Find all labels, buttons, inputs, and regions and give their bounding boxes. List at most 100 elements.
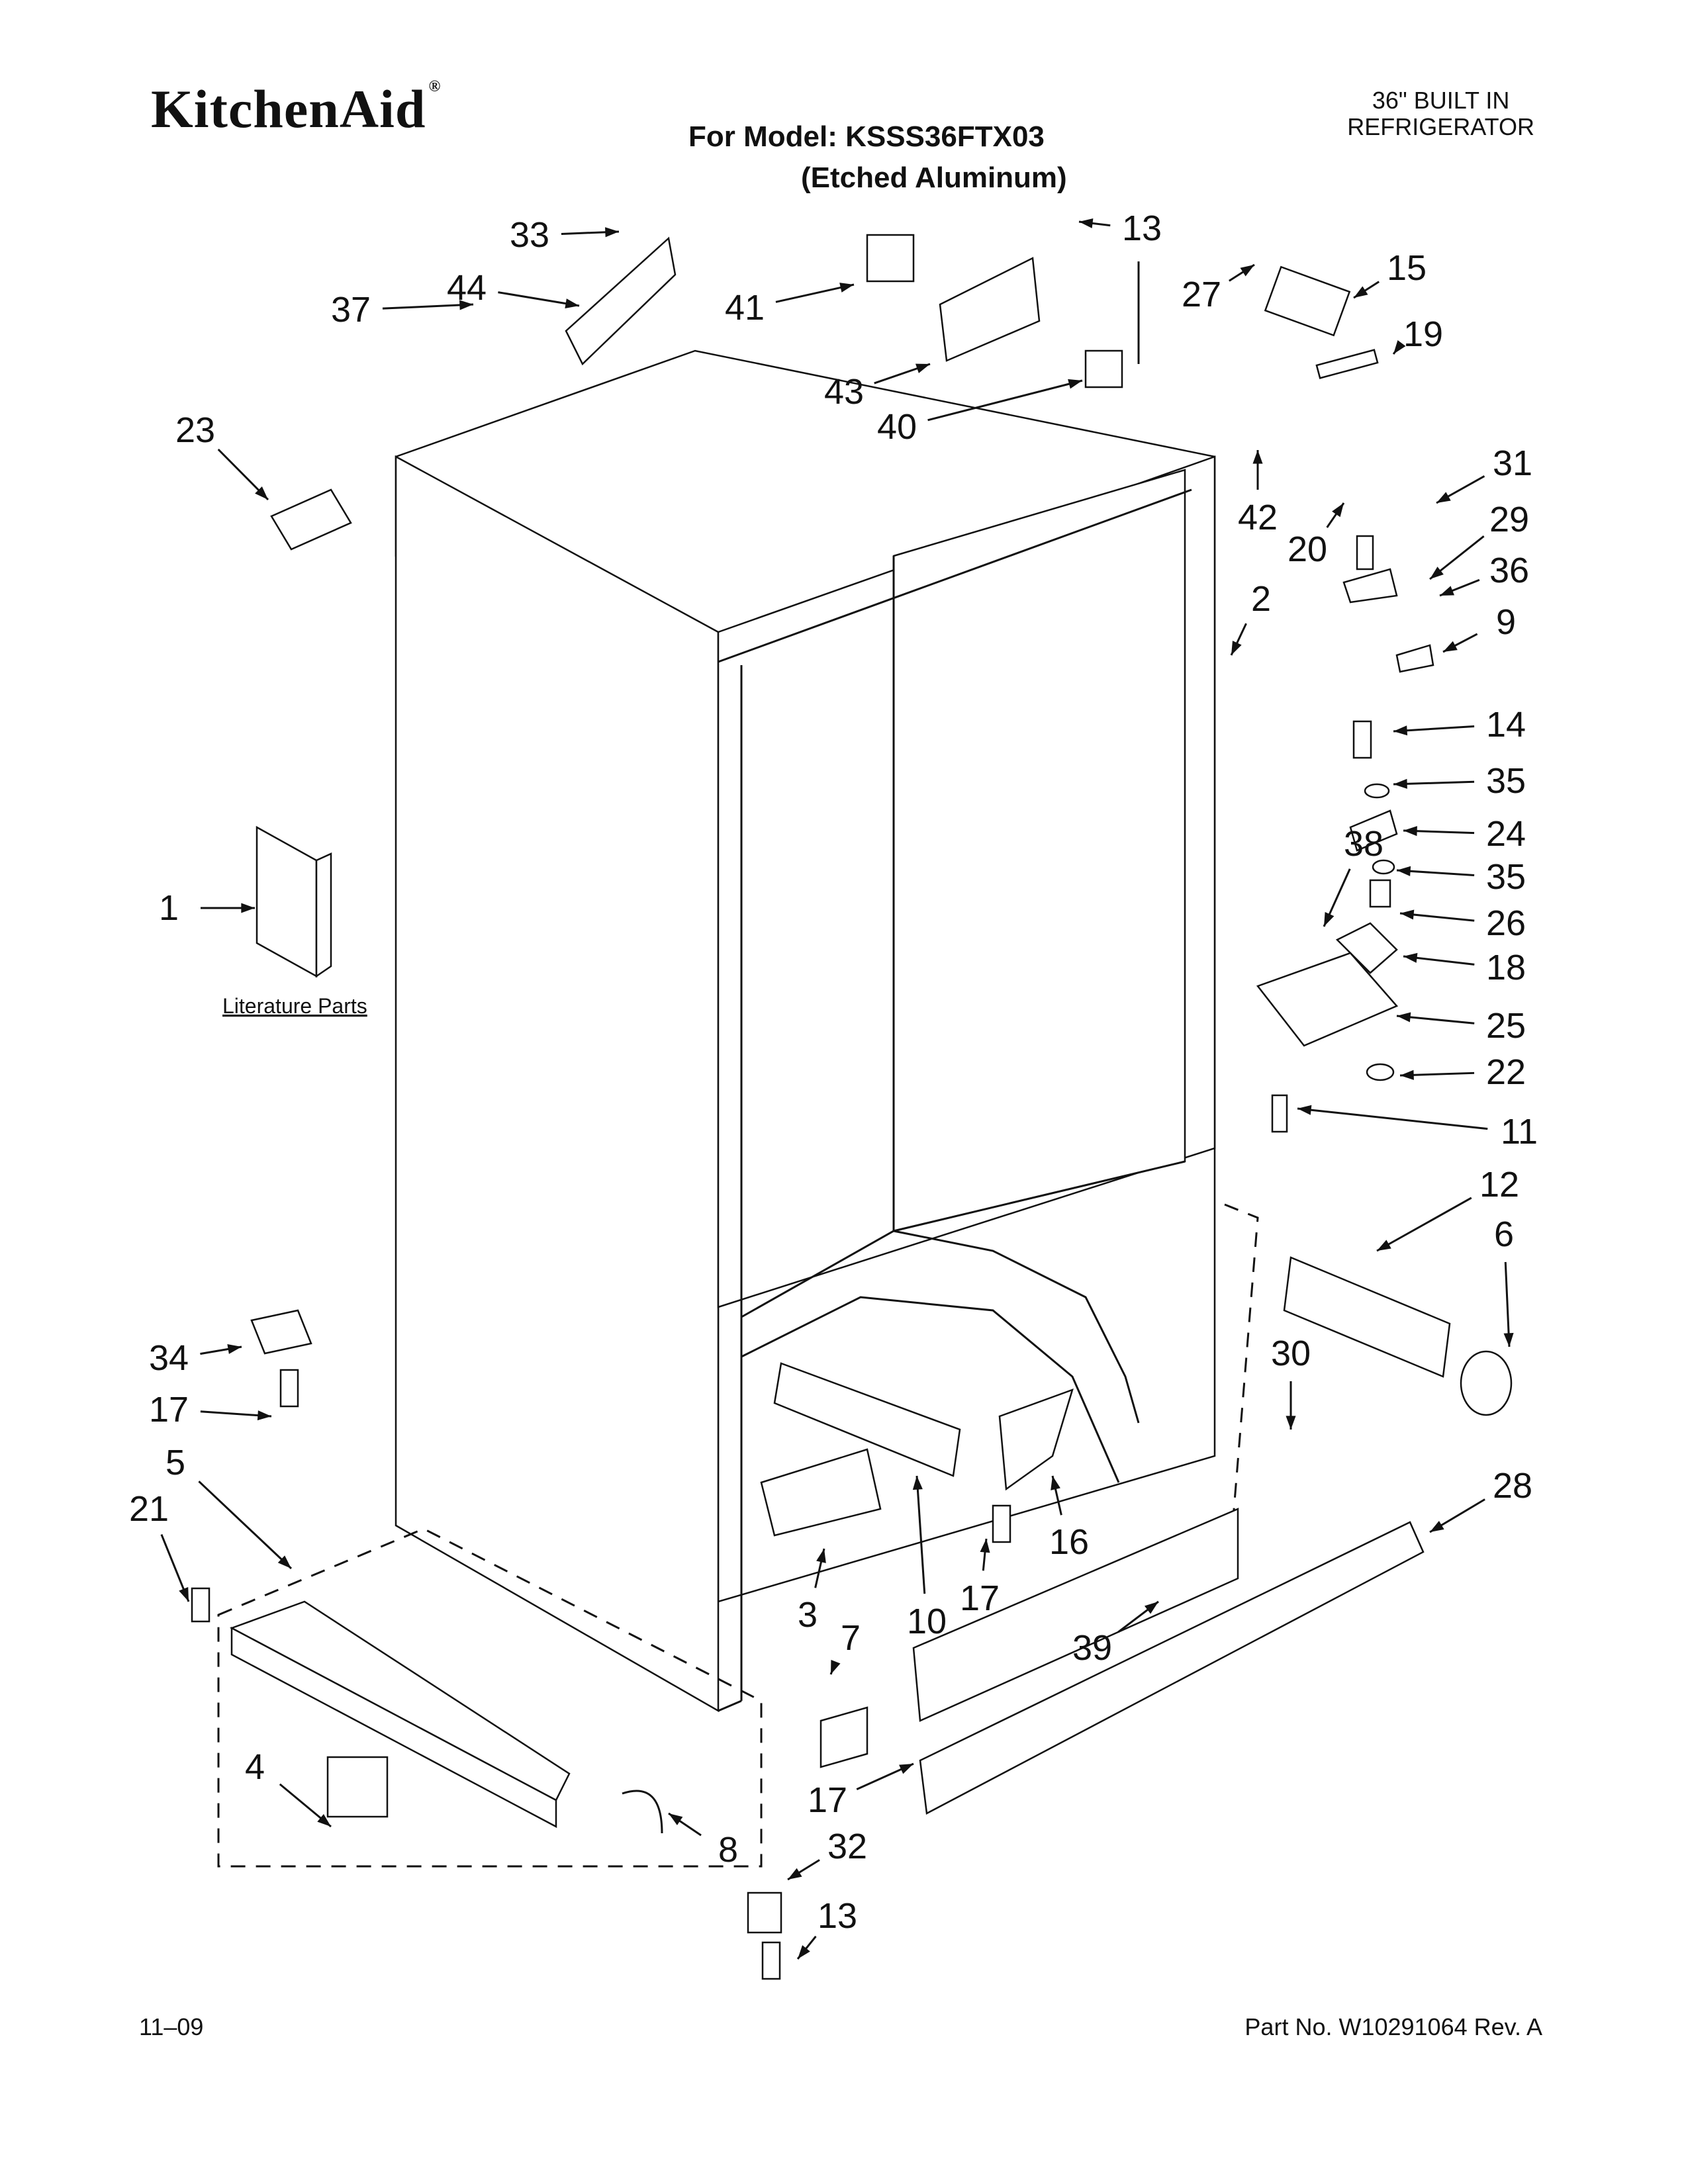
- callout-19: 19: [1403, 314, 1443, 354]
- arrowhead-9: [1443, 641, 1458, 652]
- callout-5: 5: [165, 1443, 185, 1482]
- callout-17: 17: [149, 1390, 189, 1430]
- arrowhead-8: [669, 1813, 683, 1825]
- literature-parts-label: Literature Parts: [222, 994, 367, 1018]
- arrowhead-12: [1377, 1240, 1391, 1251]
- callout-41: 41: [725, 288, 765, 328]
- callout-17: 17: [960, 1578, 1000, 1618]
- leader-line-12: [1376, 1197, 1472, 1252]
- leader-line-37: [382, 303, 474, 310]
- ice-auger-assembly: [760, 1362, 1074, 1543]
- brand-name: KitchenAid: [151, 79, 426, 139]
- arrowhead-13: [1079, 218, 1094, 228]
- arrowhead-41: [839, 283, 854, 293]
- arrowhead-36: [1440, 586, 1454, 596]
- registered-mark: ®: [428, 78, 442, 95]
- arrowhead-35: [1393, 778, 1407, 789]
- callout-25: 25: [1486, 1006, 1526, 1046]
- base-grille: [820, 1508, 1425, 1815]
- callout-21: 21: [129, 1489, 169, 1529]
- arrowhead-4: [317, 1813, 331, 1827]
- leader-line-6: [1504, 1261, 1511, 1347]
- arrowhead-17: [980, 1539, 990, 1553]
- callout-4: 4: [245, 1747, 265, 1787]
- callout-15: 15: [1387, 248, 1427, 288]
- arrowhead-24: [1403, 826, 1417, 837]
- arrowhead-21: [179, 1587, 189, 1602]
- arrowhead-17: [257, 1410, 271, 1421]
- callout-34: 34: [149, 1338, 189, 1378]
- callout-10: 10: [907, 1602, 947, 1641]
- arrowhead-35: [1397, 866, 1411, 876]
- callout-8: 8: [718, 1830, 738, 1870]
- callout-39: 39: [1072, 1628, 1112, 1668]
- arrowhead-6: [1503, 1333, 1514, 1347]
- callout-31: 31: [1493, 443, 1532, 483]
- door-hinge-parts: [1256, 265, 1434, 1133]
- callout-35: 35: [1486, 857, 1526, 897]
- arrowhead-32: [788, 1868, 802, 1880]
- arrowhead-40: [1068, 379, 1082, 389]
- arrowhead-23: [255, 486, 268, 500]
- leader-line-10: [915, 1475, 926, 1594]
- arrowhead-26: [1400, 909, 1415, 920]
- arrowhead-5: [277, 1555, 291, 1569]
- callout-1: 1: [159, 888, 179, 928]
- arrowhead-13: [798, 1945, 810, 1959]
- callout-40: 40: [877, 407, 917, 447]
- callout-44: 44: [447, 268, 487, 308]
- arrowhead-42: [1252, 450, 1263, 464]
- arrowhead-2: [1231, 641, 1242, 655]
- callout-17: 17: [808, 1780, 847, 1820]
- callout-2: 2: [1251, 579, 1271, 619]
- callout-29: 29: [1489, 500, 1529, 539]
- callout-35: 35: [1486, 761, 1526, 801]
- callout-23: 23: [175, 410, 215, 450]
- water-filter: [1224, 1203, 1513, 1543]
- arrowhead-10: [912, 1476, 923, 1490]
- leader-line-11: [1297, 1107, 1488, 1130]
- arrowhead-20: [1332, 503, 1344, 518]
- arrowhead-39: [1144, 1602, 1158, 1614]
- callout-9: 9: [1496, 602, 1516, 642]
- callout-36: 36: [1489, 551, 1529, 590]
- callout-13: 13: [818, 1896, 857, 1936]
- part-number: Part No. W10291064 Rev. A: [1244, 2013, 1542, 2040]
- product-type: 36" BUILT IN REFRIGERATOR: [1347, 87, 1534, 140]
- callout-6: 6: [1494, 1214, 1514, 1254]
- leader-line-5: [198, 1480, 293, 1570]
- arrowhead-11: [1297, 1105, 1312, 1115]
- arrowhead-22: [1400, 1069, 1414, 1080]
- callout-43: 43: [824, 372, 864, 412]
- cabinet: [395, 349, 1216, 1713]
- brand-logo: KitchenAid®: [151, 78, 441, 140]
- arrowhead-43: [915, 363, 930, 373]
- arrowhead-16: [1051, 1476, 1060, 1490]
- callout-33: 33: [510, 215, 549, 255]
- arrowhead-27: [1240, 265, 1254, 277]
- arrowhead-28: [1430, 1520, 1444, 1532]
- callout-26: 26: [1486, 903, 1526, 943]
- product-line-2: REFRIGERATOR: [1347, 113, 1534, 140]
- leader-line-40: [927, 379, 1083, 422]
- arrowhead-34: [227, 1344, 242, 1354]
- callout-11: 11: [1501, 1112, 1538, 1152]
- callout-13: 13: [1122, 208, 1162, 248]
- callout-30: 30: [1271, 1334, 1311, 1373]
- base-frame: [191, 1309, 782, 1980]
- arrowhead-31: [1436, 492, 1451, 503]
- product-line-1: 36" BUILT IN: [1372, 87, 1510, 114]
- top-bracket: [565, 234, 1140, 388]
- callout-22: 22: [1486, 1052, 1526, 1092]
- arrowhead-7: [831, 1660, 841, 1674]
- callout-28: 28: [1493, 1466, 1532, 1506]
- side-clip: [270, 488, 352, 551]
- callout-42: 42: [1238, 498, 1278, 537]
- callout-18: 18: [1486, 948, 1526, 987]
- literature-pack: [256, 825, 332, 978]
- arrowhead-37: [459, 300, 473, 310]
- arrowhead-44: [565, 298, 579, 309]
- arrowhead-17: [899, 1764, 914, 1774]
- callout-38: 38: [1344, 824, 1383, 864]
